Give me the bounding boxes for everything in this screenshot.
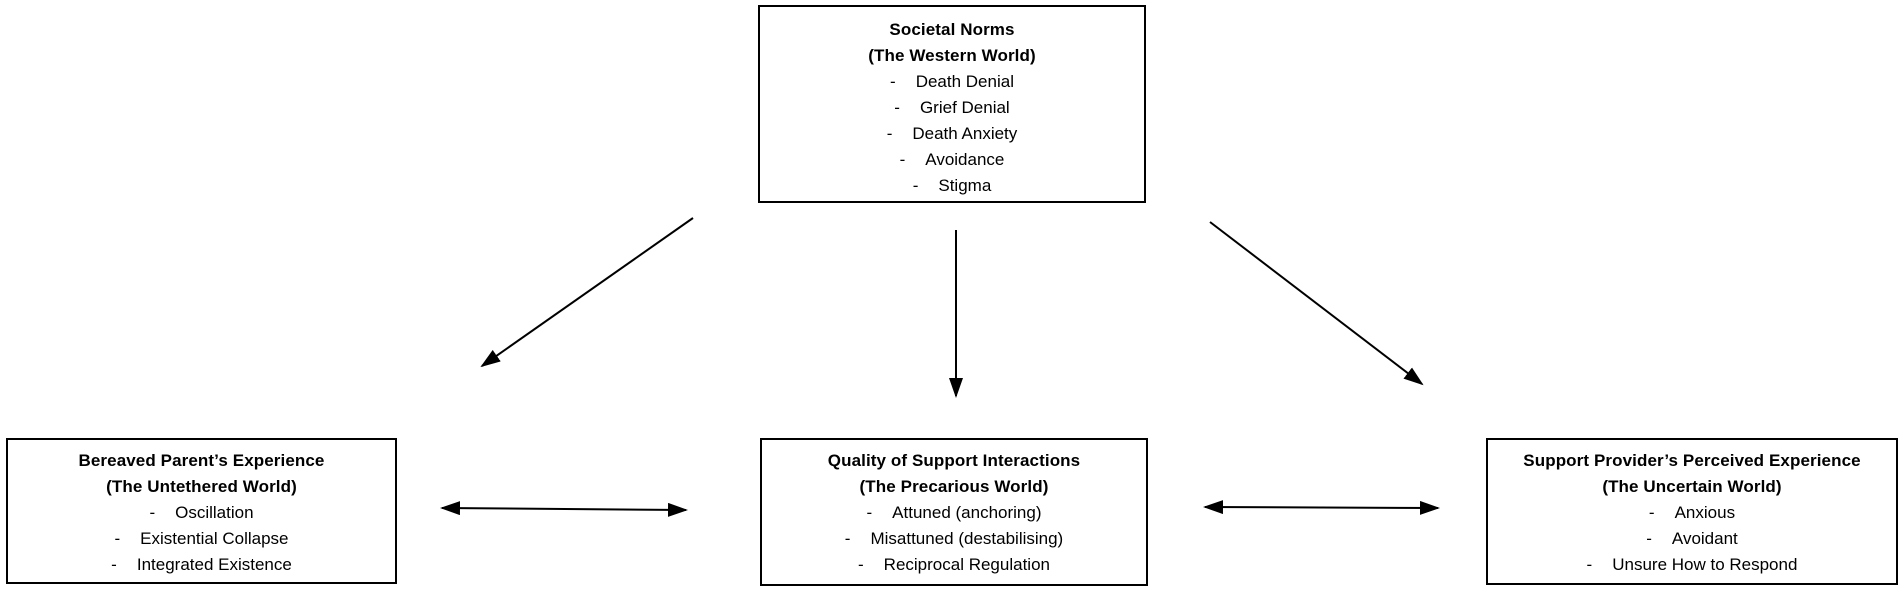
box-item-list: - Death Denial - Grief Denial - Death An… <box>760 69 1144 199</box>
arrow-bidirectional-quality-provider <box>1203 500 1440 515</box>
item-text: Death Denial <box>915 72 1014 91</box>
box-subtitle: (The Untethered World) <box>106 477 297 496</box>
list-item: - Death Denial <box>760 69 1144 95</box>
bullet-dash: - <box>894 98 900 117</box>
list-item: - Existential Collapse <box>8 526 395 552</box>
bullet-dash: - <box>912 176 919 195</box>
support-quality-box: Quality of Support Interactions (The Pre… <box>760 438 1148 586</box>
list-item: - Misattuned (destabilising) <box>762 526 1146 552</box>
item-text: Death Anxiety <box>912 124 1018 143</box>
item-text: Integrated Existence <box>136 555 292 574</box>
societal-norms-box: Societal Norms (The Western World) - Dea… <box>758 5 1146 203</box>
item-text: Unsure How to Respond <box>1612 555 1798 574</box>
arrow-societal-to-provider <box>1209 221 1424 386</box>
arrow-societal-to-parent <box>480 217 694 368</box>
item-text: Avoidance <box>925 150 1005 169</box>
bullet-dash: - <box>1648 503 1655 522</box>
item-text: Reciprocal Regulation <box>883 555 1050 574</box>
item-text: Existential Collapse <box>140 529 289 548</box>
bullet-dash: - <box>1586 555 1593 574</box>
box-title: Quality of Support Interactions <box>827 451 1081 470</box>
item-text: Grief Denial <box>919 98 1010 117</box>
box-item-list: - Attuned (anchoring) - Misattuned (dest… <box>762 500 1146 578</box>
bullet-dash: - <box>844 529 851 548</box>
item-text: Avoidant <box>1671 529 1738 548</box>
bereaved-parent-box: Bereaved Parent’s Experience (The Unteth… <box>6 438 397 584</box>
list-item: - Oscillation <box>8 500 395 526</box>
list-item: - Stigma <box>760 173 1144 199</box>
box-subtitle: (The Precarious World) <box>859 477 1049 496</box>
box-title: Societal Norms <box>889 20 1015 39</box>
list-item: - Avoidant <box>1488 526 1896 552</box>
list-item: - Attuned (anchoring) <box>762 500 1146 526</box>
list-item: - Integrated Existence <box>8 552 395 578</box>
item-text: Stigma <box>938 176 992 195</box>
item-text: Misattuned (destabilising) <box>870 529 1064 548</box>
list-item: - Reciprocal Regulation <box>762 552 1146 578</box>
box-item-list: - Oscillation - Existential Collapse - I… <box>8 500 395 578</box>
list-item: - Unsure How to Respond <box>1488 552 1896 578</box>
box-title: Support Provider’s Perceived Experience <box>1523 451 1861 470</box>
item-text: Anxious <box>1674 503 1736 522</box>
list-item: - Anxious <box>1488 500 1896 526</box>
bullet-dash: - <box>890 72 896 91</box>
bullet-dash: - <box>114 529 121 548</box>
item-text: Oscillation <box>175 503 254 522</box>
bullet-dash: - <box>866 503 873 522</box>
bullet-dash: - <box>899 150 906 169</box>
support-provider-box: Support Provider’s Perceived Experience … <box>1486 438 1898 585</box>
item-text: Attuned (anchoring) <box>892 503 1042 522</box>
box-subtitle: (The Western World) <box>868 46 1036 65</box>
list-item: - Death Anxiety <box>760 121 1144 147</box>
bullet-dash: - <box>111 555 117 574</box>
list-item: - Avoidance <box>760 147 1144 173</box>
bullet-dash: - <box>886 124 893 143</box>
bullet-dash: - <box>1646 529 1652 548</box>
box-subtitle: (The Uncertain World) <box>1602 477 1782 496</box>
box-item-list: - Anxious - Avoidant - Unsure How to Res… <box>1488 500 1896 578</box>
list-item: - Grief Denial <box>760 95 1144 121</box>
arrow-bidirectional-parent-quality <box>440 501 688 517</box>
bullet-dash: - <box>149 503 156 522</box>
bullet-dash: - <box>858 555 864 574</box>
box-title: Bereaved Parent’s Experience <box>78 451 325 470</box>
